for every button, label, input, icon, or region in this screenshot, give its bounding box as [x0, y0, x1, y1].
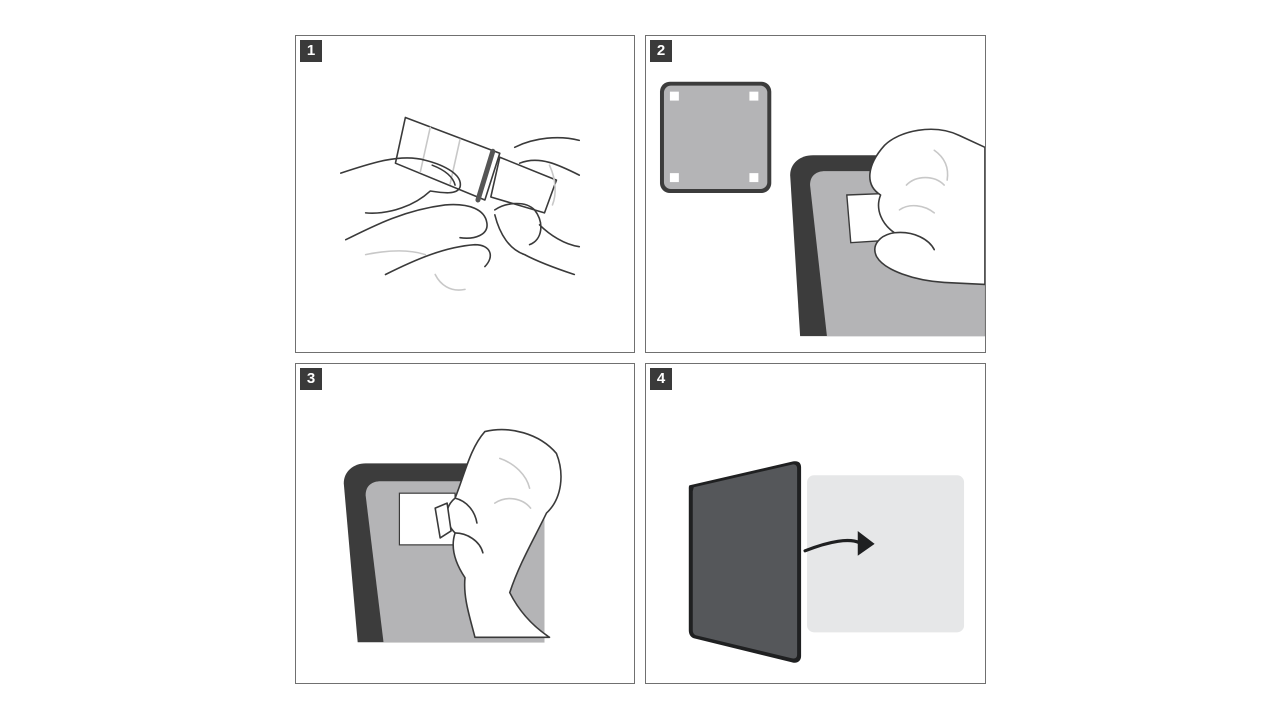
step-number-badge: 1	[300, 40, 322, 62]
step-2-panel: 2	[645, 35, 986, 353]
hand-peeling-liner-icon	[343, 428, 562, 643]
hands-peeling-tab-icon	[339, 116, 581, 291]
step-number-badge: 4	[650, 368, 672, 390]
step-3-panel: 3	[295, 363, 635, 684]
panel-mount-arrow-icon	[688, 461, 965, 663]
step-4-panel: 4	[645, 363, 986, 684]
step-number-badge: 2	[650, 40, 672, 62]
step-1-panel: 1	[295, 35, 635, 353]
adhesive-pad-icon	[659, 81, 772, 194]
step-number-badge: 3	[300, 368, 322, 390]
hand-pressing-pad-icon	[790, 128, 985, 337]
